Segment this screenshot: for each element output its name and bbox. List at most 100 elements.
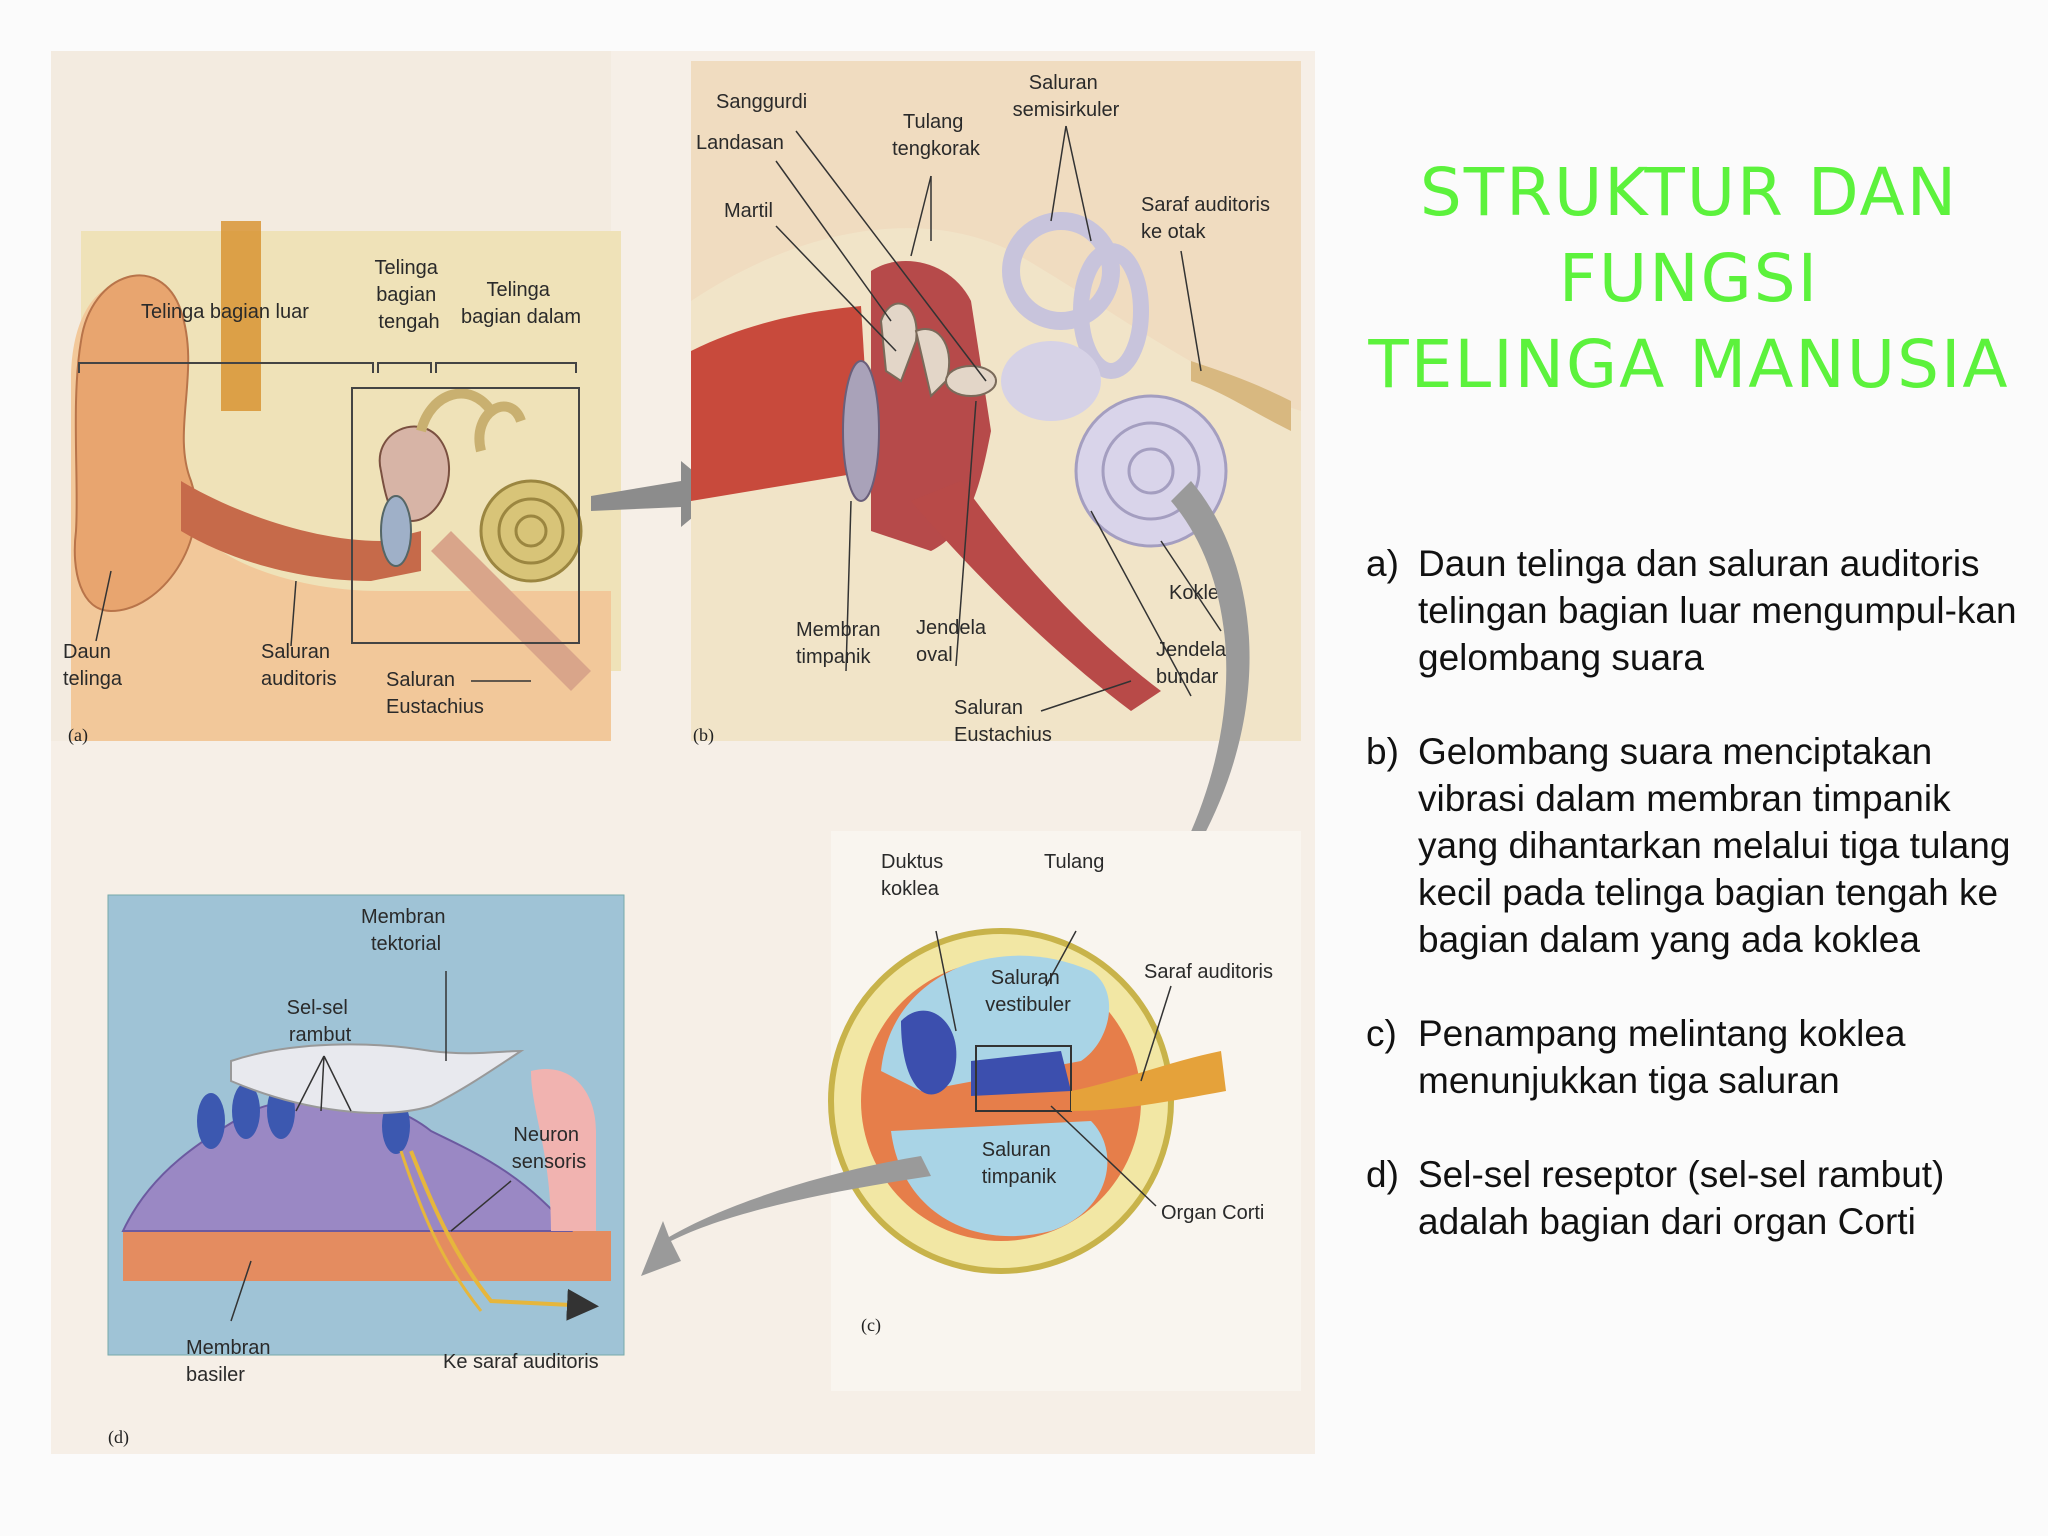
arrow-b-to-c: [1166, 481, 1250, 901]
svg-text:Saluran auditoris: Saluran auditoris: [261, 641, 337, 690]
label-skull-1: Tulang: [903, 111, 963, 133]
title-line-3: TELINGA MANUSIA: [1368, 326, 2010, 403]
description-item-d: d) Sel-sel reseptor (sel-sel rambut) ada…: [1366, 1151, 2036, 1245]
auditory-canal-shape: [181, 481, 421, 581]
item-text: Gelombang suara menciptakan vibrasi dala…: [1418, 731, 2011, 960]
eustachian-tube-b: [911, 481, 1161, 711]
title-line-2: FUNGSI: [1558, 240, 1820, 317]
item-text: Penampang melintang koklea menunjukkan t…: [1418, 1013, 1906, 1101]
label-semicircular-2: semisirkuler: [1013, 99, 1120, 121]
label-vestibular-1: Saluran: [991, 967, 1060, 989]
auditory-nerve-c: [1071, 1051, 1226, 1111]
label-middle-ear-1: Telinga: [375, 257, 439, 279]
label-semicircular-1: Saluran: [1029, 72, 1098, 94]
title-line-1: STRUKTUR DAN: [1419, 154, 1959, 231]
eardrum-shape: [380, 495, 412, 567]
label-round-window-1: Jendela: [1156, 639, 1227, 661]
svg-text:Neuron sensoris: Neuron sensoris: [512, 1124, 586, 1173]
label-tympanic-1: Membran: [796, 619, 880, 641]
ear-anatomy-illustration: Telinga bagian luar Telinga bagian tenga…: [51, 51, 1301, 1448]
ear-anatomy-figure: Telinga bagian luar Telinga bagian tenga…: [51, 51, 1315, 1454]
item-marker: c): [1366, 1013, 1397, 1054]
label-eustachian-a-1: Saluran: [386, 669, 455, 691]
cochlea-small-shape: [479, 479, 583, 583]
description-item-b: b) Gelombang suara menciptakan vibrasi d…: [1366, 728, 2036, 963]
svg-text:Saluran timpanik: Saluran timpanik: [982, 1139, 1057, 1188]
label-skull-2: tengkorak: [892, 138, 981, 160]
label-tympanic-2: timpanik: [796, 646, 871, 668]
panel-b-tag: (b): [693, 725, 714, 746]
label-pinna-2: telinga: [63, 668, 123, 690]
svg-text:Telinga bagian tengah: Telinga bagian tengah: [375, 257, 444, 333]
panel-d-organ-corti: [107, 894, 625, 1356]
description-item-a: a) Daun telinga dan saluran auditoris te…: [1366, 540, 2036, 681]
outer-canal-b: [691, 306, 871, 501]
zoom-box: [351, 387, 580, 644]
svg-text:Membran timpanik: Membran timpanik: [796, 619, 886, 668]
svg-text:Saluran Eustachius: Saluran Eustachius: [954, 697, 1052, 746]
label-canal-2: auditoris: [261, 668, 337, 690]
label-neuron-1: Neuron: [513, 1124, 579, 1146]
label-basilar-2: basiler: [186, 1364, 245, 1386]
organ-corti-box: [975, 1045, 1072, 1112]
svg-text:Duktus koklea: Duktus koklea: [881, 851, 949, 900]
description-list: a) Daun telinga dan saluran auditoris te…: [1366, 540, 2036, 1292]
arrow-c-to-d: [641, 1156, 931, 1276]
middle-ear-bracket: [377, 362, 432, 373]
label-tectorial-1: Membran: [361, 906, 445, 928]
slide-title: STRUKTUR DAN FUNGSI TELINGA MANUSIA: [1330, 150, 2048, 408]
label-middle-ear-2: bagian: [376, 284, 436, 306]
item-marker: b): [1366, 731, 1399, 772]
label-malleus: Martil: [724, 200, 773, 222]
pinna-shape: [73, 274, 197, 613]
label-cochlear-duct-2: koklea: [881, 878, 940, 900]
label-eustachian-b-1: Saluran: [954, 697, 1023, 719]
tympanic-membrane-shape: [842, 360, 880, 502]
label-middle-ear-3: tengah: [378, 311, 439, 333]
cochlear-duct-shape: [901, 1010, 957, 1095]
label-neuron-2: sensoris: [512, 1151, 586, 1173]
semicircular-canal-1: [1002, 212, 1120, 330]
auditory-nerve-b: [1191, 361, 1291, 431]
arrow-a-to-b: [591, 461, 721, 527]
label-hair-cells-1: Sel-sel: [287, 997, 348, 1019]
basilar-membrane-shape: [123, 1231, 611, 1281]
label-cochlea: Koklea: [1169, 582, 1231, 604]
label-pinna-1: Daun: [63, 641, 111, 663]
item-text: Sel-sel reseptor (sel-sel rambut) adalah…: [1418, 1154, 1945, 1242]
label-bone: Tulang: [1044, 851, 1104, 873]
label-stapes: Sanggurdi: [716, 91, 807, 113]
label-round-window-2: bundar: [1156, 666, 1219, 688]
nerve-fiber: [409, 1150, 599, 1321]
label-eustachian-a-2: Eustachius: [386, 696, 484, 718]
label-tympanic-canal-2: timpanik: [982, 1166, 1057, 1188]
svg-text:Telinga bagian dalam: Telinga bagian dalam: [461, 279, 581, 328]
hair-cell: [232, 1083, 260, 1139]
inner-ear-bracket: [435, 362, 577, 373]
label-canal-1: Saluran: [261, 641, 330, 663]
svg-text:Sel-sel rambut: Sel-sel rambut: [287, 997, 354, 1046]
panel-b-middle-inner-ear: [691, 61, 1301, 741]
item-marker: d): [1366, 1154, 1399, 1195]
semicircular-canal-2: [1073, 243, 1149, 379]
outer-ear-bracket: [78, 362, 374, 373]
label-organ-corti: Organ Corti: [1161, 1202, 1264, 1224]
label-outer-ear: Telinga bagian luar: [141, 301, 309, 323]
svg-text:Saluran vestibuler: Saluran vestibuler: [985, 967, 1071, 1016]
svg-text:Saluran semisirkuler: Saluran semisirkuler: [1013, 72, 1120, 121]
panel-a-tag: (a): [68, 725, 88, 746]
panel-c-cochlea-section: [828, 831, 1301, 1391]
item-text: Daun telinga dan saluran auditoris telin…: [1418, 543, 2017, 678]
svg-text:Jendela oval: Jendela oval: [916, 617, 992, 666]
label-incus: Landasan: [696, 132, 784, 154]
svg-text:Daun telinga: Daun telinga: [63, 641, 123, 690]
description-item-c: c) Penampang melintang koklea menunjukka…: [1366, 1010, 2036, 1104]
label-basilar-1: Membran: [186, 1337, 270, 1359]
svg-text:Saraf auditoris ke otak: Saraf auditoris ke otak: [1141, 194, 1276, 243]
label-tympanic-canal-1: Saluran: [982, 1139, 1051, 1161]
label-auditory-nerve-b-1: Saraf auditoris: [1141, 194, 1270, 216]
label-hair-cells-2: rambut: [289, 1024, 352, 1046]
svg-text:Tulang tengkorak: Tulang tengkorak: [892, 111, 981, 160]
tympanic-canal-shape: [891, 1121, 1108, 1237]
label-eustachian-b-2: Eustachius: [954, 724, 1052, 746]
